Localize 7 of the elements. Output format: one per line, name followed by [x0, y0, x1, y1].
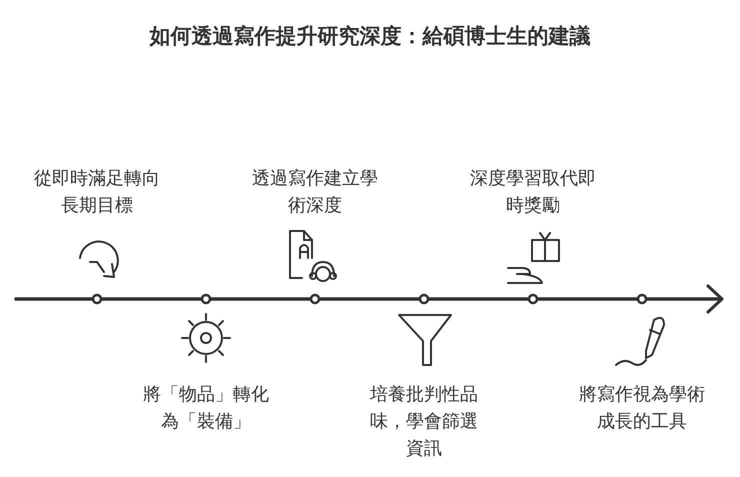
- milestone-label: 培養批判性品味，學會篩選資訊: [369, 383, 479, 461]
- milestone-label: 從即時滿足轉向長期目標: [33, 167, 161, 218]
- milestone-label: 深度學習取代即時獎勵: [469, 167, 597, 218]
- milestone-label: 將「物品」轉化為「裝備」: [142, 383, 270, 434]
- title: 如何透過寫作提升研究深度：給碩博士生的建議: [148, 23, 592, 50]
- milestone-label: 將寫作視為學術成長的工具: [578, 383, 706, 434]
- milestone-label: 透過寫作建立學術深度: [251, 167, 379, 218]
